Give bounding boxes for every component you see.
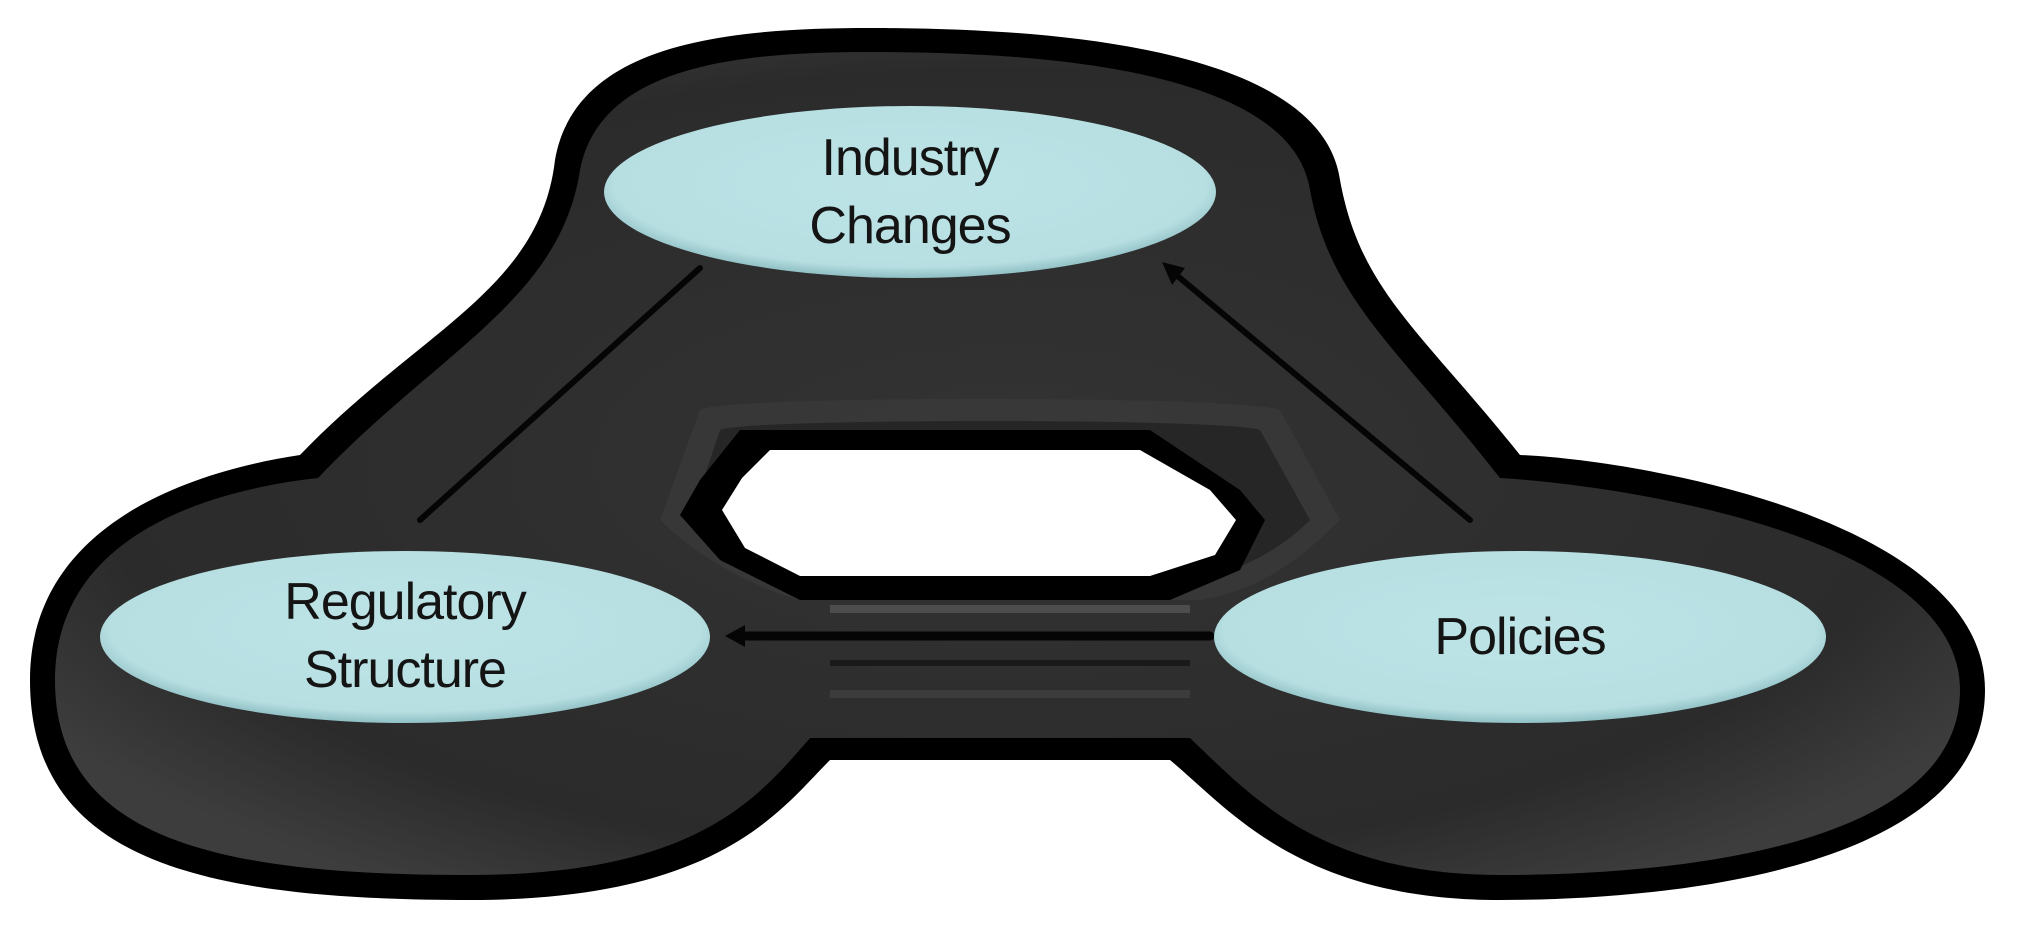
node-label-line1: Policies — [1434, 608, 1606, 666]
blob-hole — [722, 450, 1236, 576]
node-label-regulatory-structure: Regulatory Structure — [100, 568, 710, 704]
node-label-industry-changes: Industry Changes — [604, 124, 1216, 260]
node-label-line1: Regulatory — [284, 573, 526, 631]
arrowhead-top-right-icon — [1162, 262, 1185, 285]
node-label-policies: Policies — [1214, 602, 1826, 672]
nodes — [100, 106, 1826, 723]
arrowhead-left-icon — [725, 625, 745, 647]
node-industry-changes — [604, 106, 1216, 278]
blob-lower-band-3 — [830, 690, 1190, 698]
node-policies — [1214, 551, 1826, 723]
connector-policies-industry — [1165, 265, 1473, 523]
blob-lower-band-2 — [830, 660, 1190, 666]
node-label-line2: Changes — [809, 197, 1011, 255]
blob-lower-band — [830, 605, 1190, 613]
node-label-line2: Structure — [304, 641, 507, 699]
connectors — [417, 262, 1473, 647]
node-regulatory-structure — [100, 551, 710, 723]
connector-industry-regulatory — [417, 265, 703, 523]
node-label-line1: Industry — [821, 129, 1000, 187]
